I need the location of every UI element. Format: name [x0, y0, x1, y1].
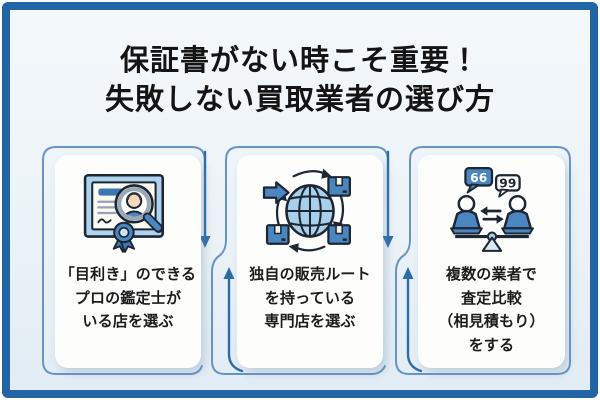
card-outlines — [42, 146, 571, 375]
down-arrowhead-2-icon — [382, 236, 394, 248]
certificate-magnifier-icon — [83, 173, 165, 253]
card-3-outline — [395, 146, 571, 375]
card-appraiser: 「目利き」のできる プロの鑑定士が いる店を選ぶ — [55, 155, 201, 368]
card-sales-route-line-2: を持っている — [264, 289, 356, 307]
globe-distribution-icon — [262, 168, 351, 253]
balance-comparison-icon: 66 99 — [449, 166, 534, 252]
flow-arrowheads — [199, 236, 414, 279]
up-arrow-1 — [227, 275, 244, 373]
flow-arrows — [203, 150, 423, 373]
card-comparison-line-4: をする — [468, 336, 515, 354]
card-1-outline — [42, 146, 206, 375]
page-title: 保証書がない時こそ重要！ 失敗しない買取業者の選び方 — [10, 42, 590, 120]
quote-left-text: 66 — [470, 171, 487, 185]
card-sales-route-line-3: 専門店を選ぶ — [264, 313, 356, 330]
card-appraiser-text: 「目利き」のできる プロの鑑定士が いる店を選ぶ — [60, 263, 197, 334]
card-sales-route-line-1: 独自の販売ルート — [249, 266, 371, 283]
card-comparison-text: 複数の業者で 査定比較 （相見積もり） をする — [438, 263, 544, 357]
card-sales-route-text: 独自の販売ルート を持っている 専門店を選ぶ — [249, 263, 371, 334]
card-sales-route: 独自の販売ルート を持っている 専門店を選ぶ — [237, 155, 383, 368]
card-comparison: 66 99 — [418, 155, 565, 368]
card-appraiser-line-1: 「目利き」のできる — [59, 266, 197, 283]
card-appraiser-line-3: いる店を選ぶ — [82, 313, 174, 330]
card-comparison-line-2: 査定比較 — [461, 289, 522, 307]
up-arrowhead-1-icon — [223, 267, 235, 279]
card-comparison-line-3: （相見積もり） — [438, 313, 545, 330]
up-arrowhead-2-icon — [402, 267, 414, 279]
up-arrow-2 — [406, 275, 423, 373]
quote-right-text: 99 — [499, 176, 516, 190]
card-2-outline — [211, 146, 389, 375]
flow-arrows-overlay — [42, 146, 571, 375]
title-line-2: 失敗しない買取業者の選び方 — [104, 84, 495, 116]
down-arrowhead-1-icon — [199, 236, 211, 248]
title-line-1: 保証書がない時こそ重要！ — [119, 45, 480, 77]
card-comparison-line-1: 複数の業者で — [445, 266, 538, 283]
card-appraiser-line-2: プロの鑑定士が — [74, 289, 182, 307]
